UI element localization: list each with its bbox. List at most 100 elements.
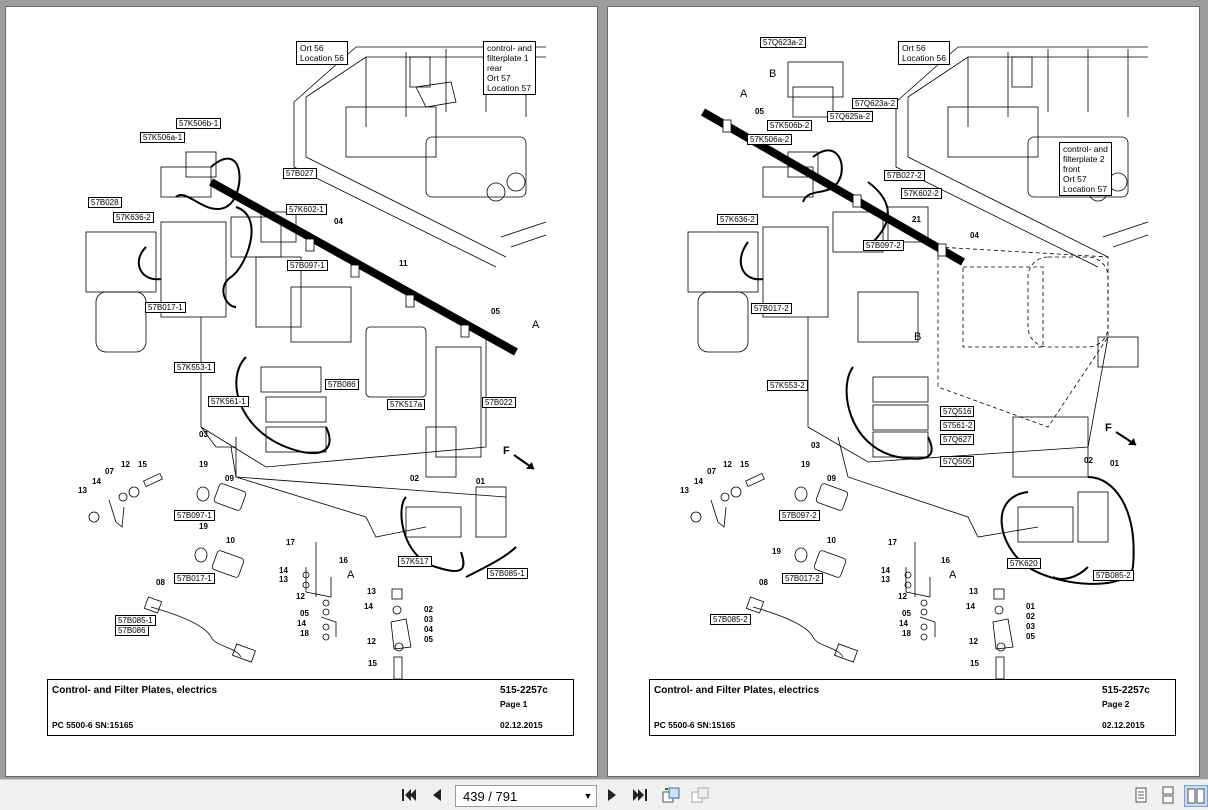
part-label: 57561-2	[940, 420, 976, 431]
item-number: 03	[424, 615, 433, 624]
part-label: 57K517a	[387, 399, 426, 410]
item-number: 01	[1110, 459, 1119, 468]
callout-text: Location 56	[902, 53, 946, 63]
part-label: 57K553-1	[174, 362, 215, 373]
machine-model: PC 5500-6 SN:15165	[52, 720, 134, 730]
filterplate-callout: control- and filterplate 2 front Ort 57 …	[1059, 142, 1112, 196]
document-page-1: Ort 56 Location 56 control- and filterpl…	[5, 6, 598, 777]
item-number: 07	[105, 467, 114, 476]
item-number: 17	[888, 538, 897, 547]
item-number: 15	[740, 460, 749, 469]
item-number: 04	[424, 625, 433, 634]
view-letter: A	[532, 319, 540, 331]
part-label: 57B022	[482, 397, 516, 408]
chevron-down-icon: ▼	[583, 791, 593, 801]
view-letter: A	[740, 88, 748, 100]
part-label: 57K553-2	[767, 380, 808, 391]
location-56-callout: Ort 56 Location 56	[296, 41, 348, 65]
part-label: 57Q623a-2	[760, 37, 807, 48]
part-label: 57B017-1	[145, 302, 186, 313]
item-number: 02	[410, 474, 419, 483]
item-number: 19	[801, 460, 810, 469]
callout-text: Location 56	[300, 53, 344, 63]
part-label: 57Q625a-2	[827, 111, 874, 122]
item-number: 19	[199, 460, 208, 469]
callout-text: Location 57	[487, 83, 531, 93]
item-number: 03	[1026, 622, 1035, 631]
previous-page-button[interactable]	[426, 785, 448, 805]
item-number: 03	[199, 430, 208, 439]
callout-text: Ort 56	[300, 43, 324, 53]
part-label: 57K506a-2	[747, 134, 793, 145]
item-number: 04	[970, 231, 979, 240]
part-label: 57B086	[325, 379, 359, 390]
item-number: 05	[300, 609, 309, 618]
technical-drawing-1	[85, 46, 547, 680]
drawing-date: 02.12.2015	[1102, 720, 1145, 730]
first-page-icon	[402, 789, 416, 801]
part-label: 57B017-2	[751, 303, 792, 314]
last-page-button[interactable]	[629, 785, 651, 805]
item-number: 15	[970, 659, 979, 668]
item-number: 12	[121, 460, 130, 469]
part-label: 57K636-2	[113, 212, 154, 223]
document-viewer[interactable]: Ort 56 Location 56 control- and filterpl…	[0, 0, 1208, 779]
part-label: 57K506b-1	[176, 118, 222, 129]
document-page-2: 57Q623a-2 B A 05 57Q623a-2 57Q625a-2 57K…	[607, 6, 1200, 777]
part-label: 57B027	[283, 168, 317, 179]
item-number: 12	[367, 637, 376, 646]
item-number: 18	[300, 629, 309, 638]
item-number: 05	[491, 307, 500, 316]
item-number: 18	[902, 629, 911, 638]
single-page-view-button[interactable]	[1130, 785, 1152, 805]
item-number: 07	[707, 467, 716, 476]
part-label: 57K506b-2	[767, 120, 813, 131]
direction-letter: F	[1105, 422, 1112, 434]
part-label: 57B085-2	[1093, 570, 1134, 581]
part-label: 57B097-1	[287, 260, 328, 271]
rotate-button[interactable]	[660, 785, 682, 805]
part-label: 57K506a-1	[140, 132, 186, 143]
item-number: 09	[827, 474, 836, 483]
item-number: 14	[279, 566, 288, 575]
item-number: 01	[476, 477, 485, 486]
part-label: 57Q627	[940, 434, 975, 445]
item-number: 05	[755, 107, 764, 116]
filterplate-callout: control- and filterplate 1 rear Ort 57 L…	[483, 41, 536, 95]
continuous-page-icon	[1162, 786, 1174, 804]
page-indicator: 439 / 791	[463, 788, 518, 804]
callout-text: Ort 56	[902, 43, 926, 53]
direction-letter: F	[503, 445, 510, 457]
part-label: 57B097-1	[174, 510, 215, 521]
item-number: 12	[296, 592, 305, 601]
part-label: 57B086	[115, 625, 149, 636]
last-page-icon	[633, 789, 647, 801]
item-number: 02	[1026, 612, 1035, 621]
item-number: 13	[881, 575, 890, 584]
page-selector[interactable]: 439 / 791 ▼	[455, 785, 597, 807]
next-page-button[interactable]	[601, 785, 623, 805]
callout-text: front	[1063, 164, 1081, 174]
item-number: 16	[941, 556, 950, 565]
item-number: 11	[399, 259, 408, 268]
first-page-button[interactable]	[398, 785, 420, 805]
rotate-disabled-button[interactable]	[689, 785, 711, 805]
callout-text: control- and	[487, 43, 532, 53]
item-number: 12	[969, 637, 978, 646]
callout-text: Location 57	[1063, 184, 1107, 194]
item-number: 13	[969, 587, 978, 596]
location-56-callout: Ort 56 Location 56	[898, 41, 950, 65]
item-number: 03	[811, 441, 820, 450]
part-label: 57B017-1	[174, 573, 215, 584]
two-page-view-button[interactable]	[1184, 785, 1208, 807]
rotate-icon	[662, 787, 680, 803]
page-number: Page 2	[1102, 699, 1130, 709]
part-label: 57B097-2	[779, 510, 820, 521]
item-number: 14	[364, 602, 373, 611]
continuous-view-button[interactable]	[1157, 785, 1179, 805]
rotate-disabled-icon	[691, 787, 709, 803]
part-label: 57K517	[398, 556, 432, 567]
item-number: 13	[279, 575, 288, 584]
view-letter: A	[949, 569, 957, 581]
item-number: 08	[156, 578, 165, 587]
